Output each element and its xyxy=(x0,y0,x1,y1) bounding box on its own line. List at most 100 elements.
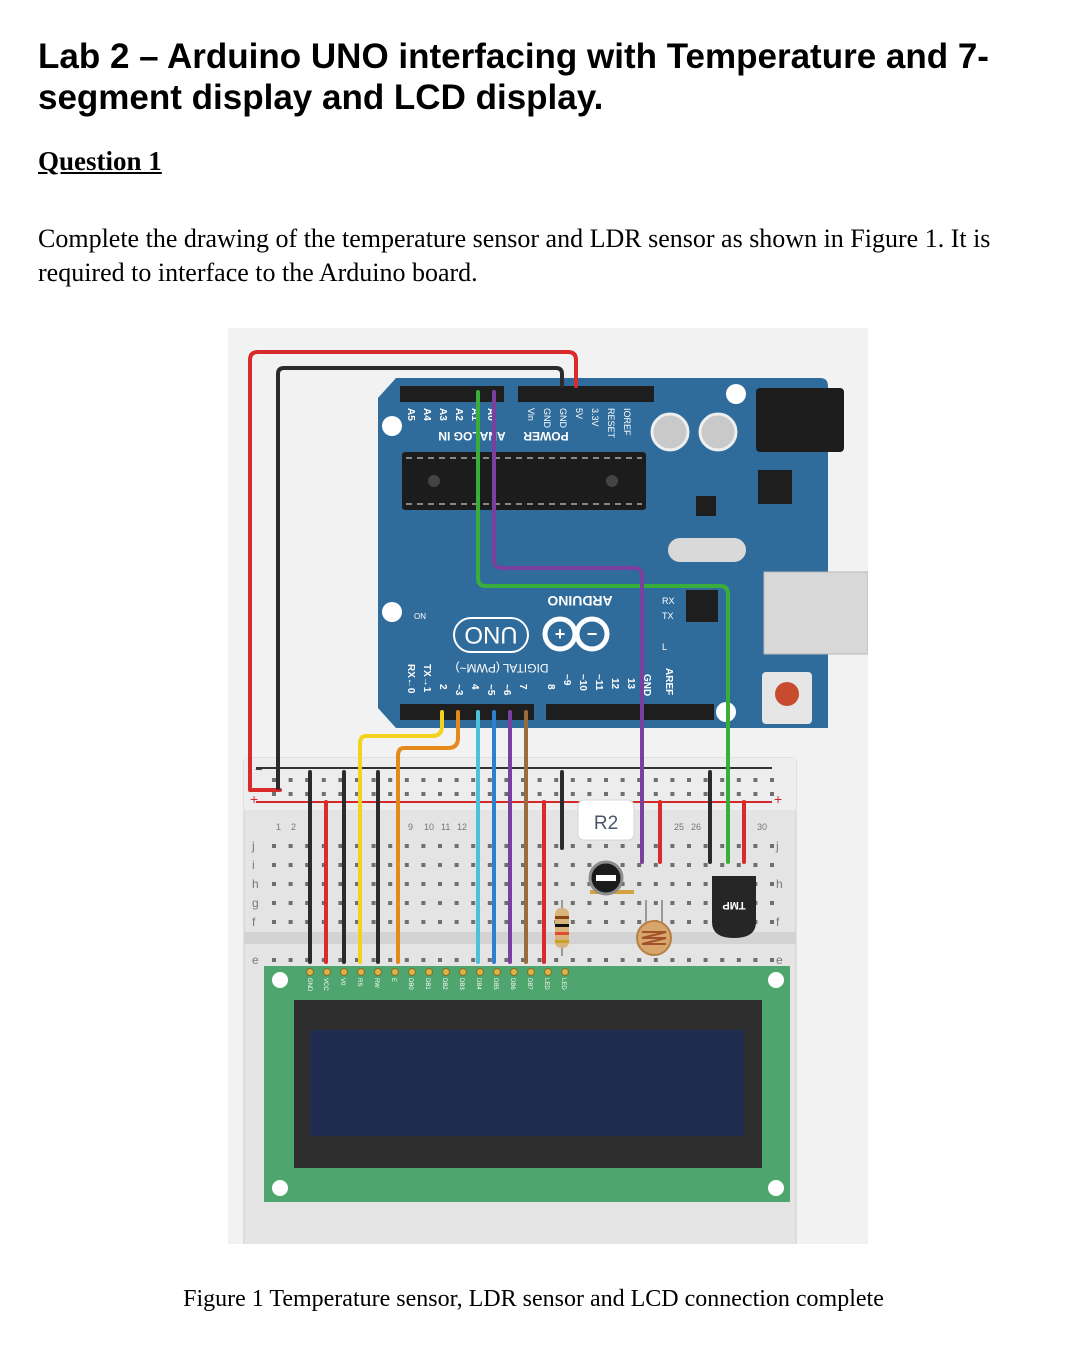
lcd-pin-dot xyxy=(374,968,382,976)
breadboard-hole xyxy=(371,901,376,905)
col-number-26: 26 xyxy=(691,822,701,832)
breadboard-hole xyxy=(338,863,343,867)
digital-header-high xyxy=(546,704,714,720)
rail-plus-label: + xyxy=(250,791,258,807)
breadboard-hole xyxy=(504,901,509,905)
breadboard-hole xyxy=(471,920,476,924)
pin-label-gnd1: GND xyxy=(542,408,552,429)
breadboard-hole xyxy=(454,882,459,886)
pin-label-3v3: 3.3V xyxy=(590,408,600,427)
breadboard-hole xyxy=(570,844,575,848)
breadboard-hole xyxy=(653,882,658,886)
rail-hole xyxy=(703,778,708,782)
wire-rs-yellow xyxy=(358,710,444,964)
breadboard-hole xyxy=(371,958,376,962)
breadboard-hole xyxy=(753,958,758,962)
pin-label-d9: ~9 xyxy=(561,674,572,686)
digital-header-low xyxy=(400,704,534,720)
lcd-pin-dot xyxy=(561,968,569,976)
temperature-sensor-tmp36: TMP xyxy=(712,876,756,938)
breadboard-hole xyxy=(338,901,343,905)
rail-hole xyxy=(770,792,774,796)
breadboard-hole xyxy=(371,844,376,848)
breadboard-hole xyxy=(504,863,509,867)
breadboard-hole xyxy=(272,882,276,886)
breadboard-hole xyxy=(471,882,476,886)
lcd-pin-labels: GND VCC V0 RS RW E DB0 DB1 DB2 DB3 DB4 D… xyxy=(306,978,566,992)
col-number-1: 1 xyxy=(276,822,281,832)
pin-label-d4: 4 xyxy=(469,684,480,690)
lcd-pin-db6: DB6 xyxy=(509,978,515,990)
breadboard-hole xyxy=(703,863,708,867)
breadboard-hole xyxy=(720,863,725,867)
rail-hole xyxy=(570,792,575,796)
lcd-pin-dot xyxy=(340,968,348,976)
breadboard-hole xyxy=(504,920,509,924)
analog-header xyxy=(400,386,504,402)
atmega-chip xyxy=(402,452,646,510)
pin-label-d5: ~5 xyxy=(485,684,496,696)
potentiometer-label: R2 xyxy=(594,813,618,834)
lcd-pin-dots xyxy=(306,968,569,976)
power-label: POWER xyxy=(523,429,569,443)
breadboard-hole xyxy=(770,863,774,867)
lcd-pin-dot xyxy=(544,968,552,976)
on-led-label: ON xyxy=(414,612,426,621)
breadboard-hole xyxy=(637,958,642,962)
rail-hole xyxy=(554,792,559,796)
lcd-pin-dot xyxy=(459,968,467,976)
row-letter-j-right: j xyxy=(775,839,779,853)
breadboard-hole xyxy=(554,882,559,886)
breadboard-hole xyxy=(355,958,359,962)
col-number-9: 9 xyxy=(408,822,413,832)
svg-text:+: + xyxy=(555,624,566,644)
breadboard-hole xyxy=(438,882,442,886)
breadboard-hole xyxy=(604,901,608,905)
breadboard-hole xyxy=(521,844,525,848)
row-letter-e-right: e xyxy=(776,953,783,967)
breadboard-hole xyxy=(288,863,293,867)
rail-hole xyxy=(338,778,343,782)
breadboard-hole xyxy=(404,920,409,924)
potentiometer-label-box xyxy=(577,799,635,841)
breadboard-hole xyxy=(305,863,310,867)
breadboard-hole xyxy=(703,920,708,924)
breadboard-hole xyxy=(421,863,426,867)
breadboard-hole xyxy=(305,901,310,905)
rail-hole xyxy=(487,778,492,782)
rail-hole xyxy=(371,778,376,782)
wire-gnd-black xyxy=(276,366,564,790)
pin-label-d7: 7 xyxy=(517,684,528,690)
pin-label-d8: 8 xyxy=(545,684,556,690)
breadboard-hole xyxy=(703,844,708,848)
rail-hole xyxy=(670,778,675,782)
rail-hole xyxy=(438,792,442,796)
breadboard-hole xyxy=(487,844,492,848)
breadboard-hole xyxy=(288,958,293,962)
rail-hole xyxy=(454,792,459,796)
breadboard-hole xyxy=(521,901,525,905)
breadboard-hole xyxy=(404,958,409,962)
breadboard-hole xyxy=(687,958,691,962)
breadboard-hole xyxy=(521,863,525,867)
breadboard-hole xyxy=(537,901,542,905)
breadboard-hole xyxy=(620,863,625,867)
pin-label-d1: TX→1 xyxy=(421,664,432,693)
tx-led-label: TX xyxy=(662,611,674,621)
arduino-infinity-logo: + − xyxy=(542,616,610,652)
breadboard-hole xyxy=(288,882,293,886)
rail-hole xyxy=(371,792,376,796)
row-letter-e: e xyxy=(252,953,259,967)
capacitor-2 xyxy=(698,412,738,452)
reset-button[interactable] xyxy=(775,682,799,706)
breadboard-hole xyxy=(404,844,409,848)
lcd-pin-v0: V0 xyxy=(339,978,345,986)
breadboard-hole xyxy=(404,863,409,867)
breadboard-hole xyxy=(438,863,442,867)
lcd-pin-gnd: GND xyxy=(306,978,312,992)
rail-hole xyxy=(720,778,725,782)
rail-hole xyxy=(687,778,691,782)
pin-label-reset: RESET xyxy=(606,408,616,439)
breadboard-hole xyxy=(587,863,592,867)
uno-label: UNO xyxy=(464,621,517,648)
